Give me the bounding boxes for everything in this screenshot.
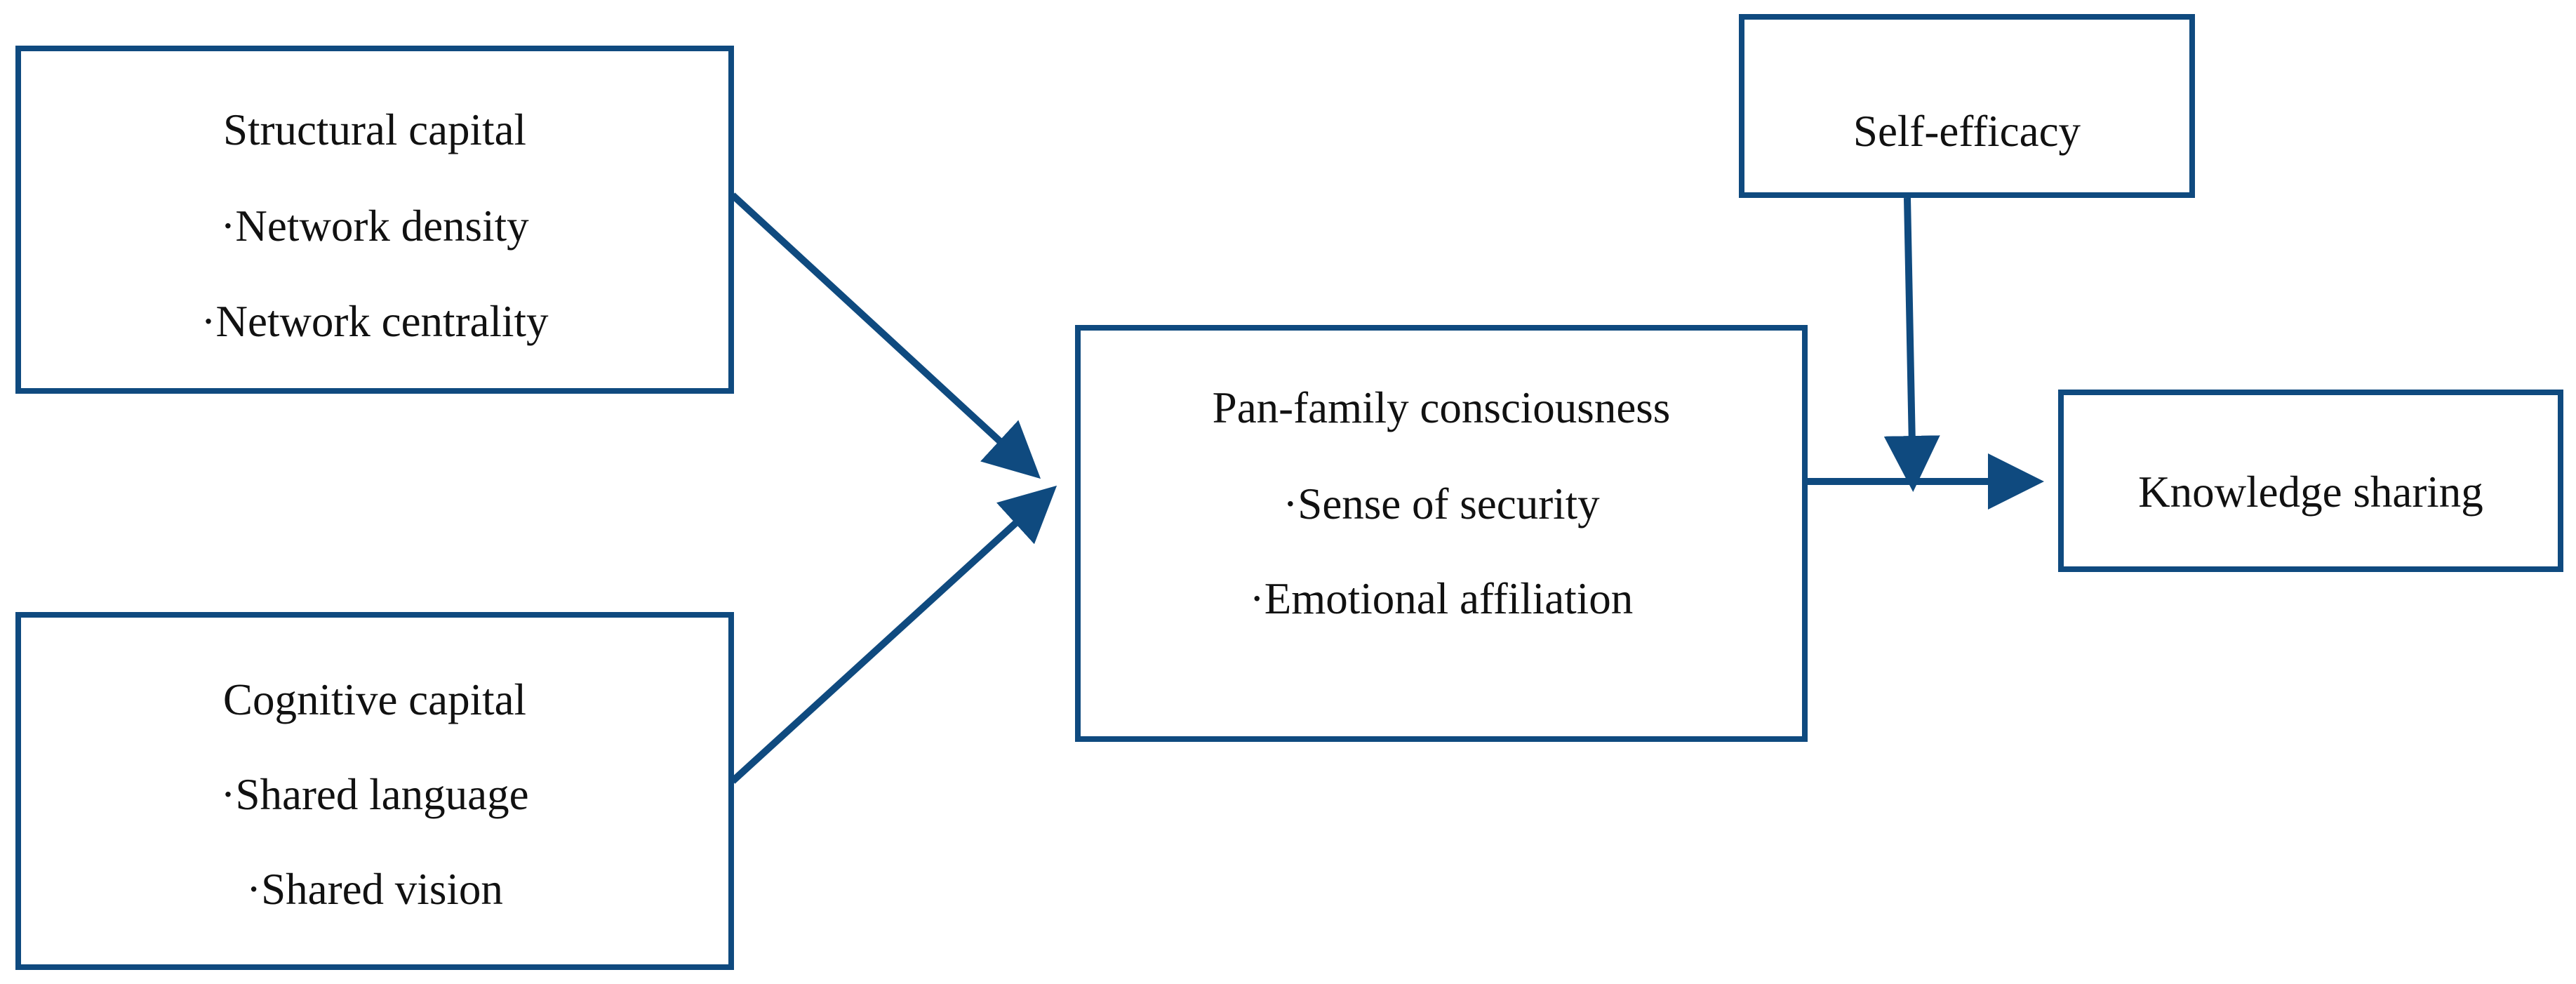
arrow-cognitive-to-pan-family [730,485,1057,784]
cognitive-capital-box: Cognitive capital ·Shared language ·Shar… [15,612,734,970]
sense-of-security-item: ·Sense of security [1283,479,1600,528]
self-efficacy-title: Self-efficacy [1853,107,2081,156]
pan-family-consciousness-box: Pan-family consciousness ·Sense of secur… [1075,325,1808,742]
emotional-affiliation-item: ·Emotional affiliation [1249,574,1634,623]
arrow-structural-to-pan-family [730,192,1041,479]
cognitive-capital-title: Cognitive capital [222,675,527,724]
shared-language-item: ·Shared language [220,770,529,819]
arrow-self-efficacy-moderation [1883,197,1940,492]
knowledge-sharing-box: Knowledge sharing [2058,390,2563,572]
network-density-item: ·Network density [220,201,529,251]
self-efficacy-box: Self-efficacy [1739,14,2195,198]
network-centrality-item: ·Network centrality [201,297,549,346]
structural-capital-title: Structural capital [222,105,527,154]
shared-vision-item: ·Shared vision [246,865,503,914]
pan-family-consciousness-title: Pan-family consciousness [1212,383,1671,432]
structural-capital-box: Structural capital ·Network density ·Net… [15,46,734,394]
knowledge-sharing-title: Knowledge sharing [2138,467,2483,517]
